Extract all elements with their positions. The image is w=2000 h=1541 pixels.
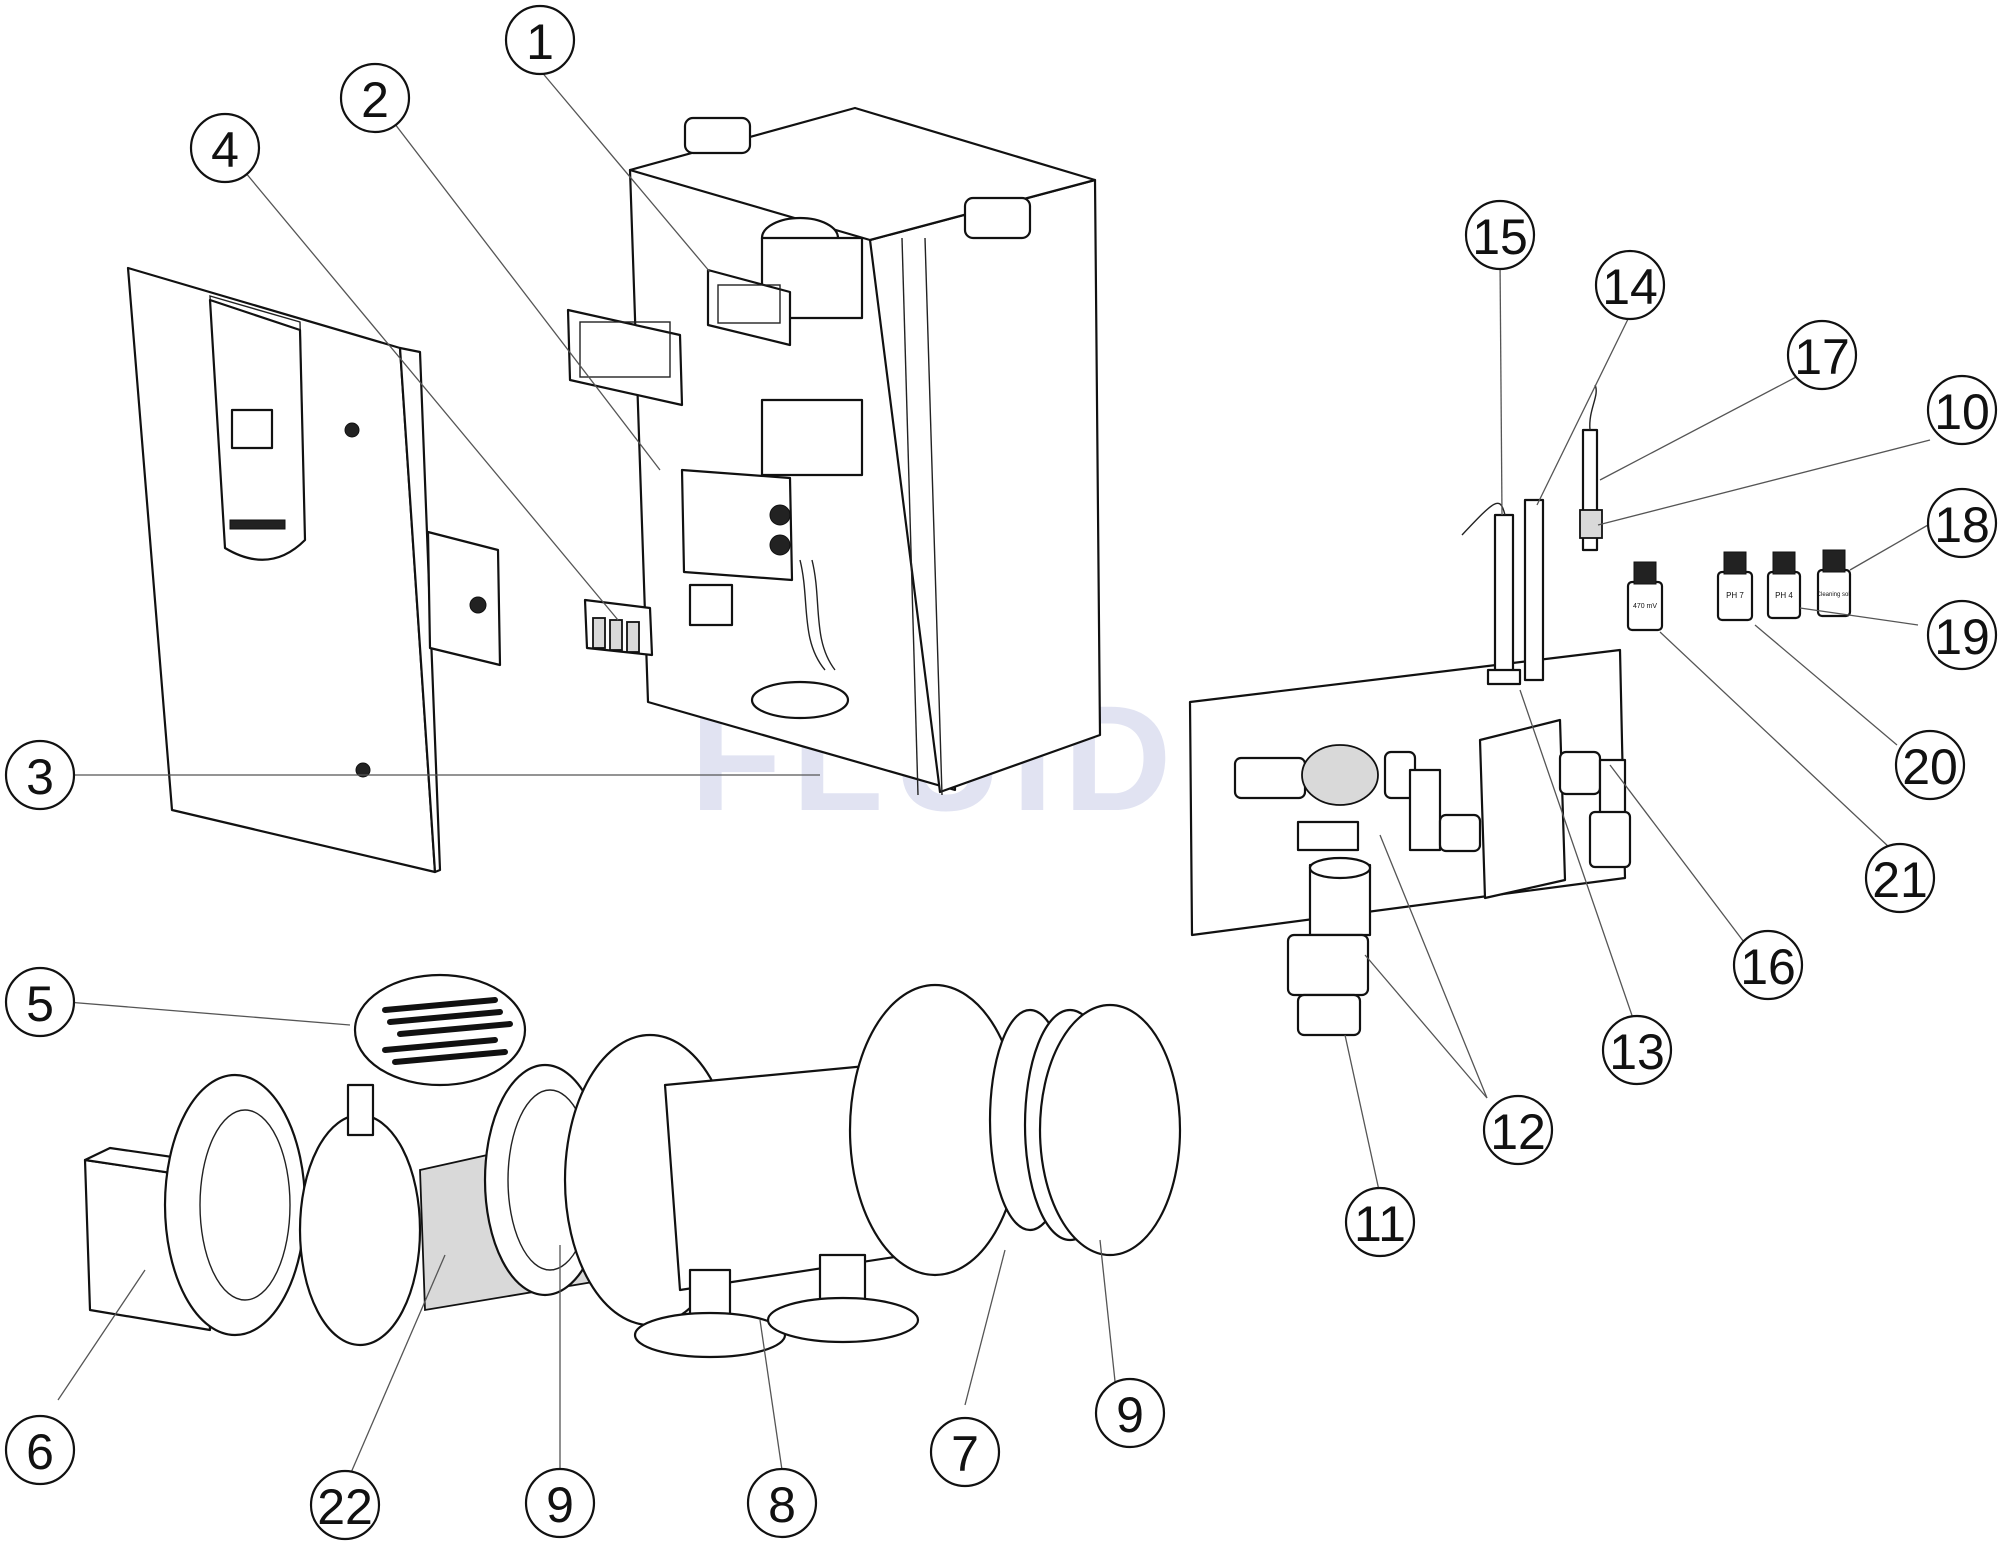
- callout-2: 2: [339, 62, 411, 134]
- callout-7: 7: [929, 1416, 1001, 1488]
- svg-text:1: 1: [526, 14, 554, 70]
- callout-9b: 9: [1094, 1377, 1166, 1449]
- svg-text:8: 8: [768, 1477, 796, 1533]
- callout-9a: 9: [524, 1467, 596, 1539]
- front-cover: [126, 266, 442, 874]
- callout-17: 17: [1786, 319, 1858, 391]
- electrode-detail: [353, 973, 527, 1087]
- svg-text:7: 7: [951, 1426, 979, 1482]
- callout-16: 16: [1732, 929, 1804, 1001]
- svg-text:4: 4: [211, 122, 239, 178]
- main-enclosure: [566, 106, 1102, 796]
- svg-text:20: 20: [1902, 739, 1958, 795]
- svg-text:14: 14: [1602, 259, 1658, 315]
- svg-text:13: 13: [1609, 1024, 1665, 1080]
- callout-11: 11: [1344, 1186, 1416, 1258]
- svg-text:17: 17: [1794, 329, 1850, 385]
- callout-10: 10: [1926, 374, 1998, 446]
- svg-text:21: 21: [1872, 852, 1928, 908]
- callout-1: 1: [504, 4, 576, 76]
- callout-13: 13: [1601, 1014, 1673, 1086]
- calibration-bottles: 470 mV PH 7 PH 4 Cleaning sol.: [1626, 549, 1852, 632]
- callout-21: 21: [1864, 842, 1936, 914]
- callout-14: 14: [1594, 249, 1666, 321]
- callout-22: 22: [309, 1469, 381, 1541]
- svg-text:5: 5: [26, 976, 54, 1032]
- leader-lines: [57, 69, 1931, 1476]
- svg-text:9: 9: [546, 1477, 574, 1533]
- svg-text:18: 18: [1934, 497, 1990, 553]
- probes: [1461, 384, 1603, 686]
- callout-12: 12: [1482, 1094, 1554, 1166]
- electrolysis-cell: [83, 983, 1182, 1359]
- svg-text:2: 2: [361, 72, 389, 128]
- svg-text:15: 15: [1472, 209, 1528, 265]
- bottle-ph4: PH 4: [1766, 551, 1802, 620]
- callout-6: 6: [4, 1414, 76, 1486]
- callout-18: 18: [1926, 487, 1998, 559]
- bottle-cleaning: Cleaning sol.: [1817, 549, 1852, 618]
- callout-19: 19: [1926, 599, 1998, 671]
- bottle-ph7: PH 7: [1716, 551, 1754, 622]
- bottle-label-ph4: PH 4: [1775, 591, 1793, 600]
- svg-text:3: 3: [26, 749, 54, 805]
- svg-text:22: 22: [317, 1479, 373, 1535]
- svg-text:12: 12: [1490, 1104, 1546, 1160]
- callout-5: 5: [4, 966, 76, 1038]
- sensor-panel: [1188, 648, 1632, 1037]
- callout-15: 15: [1464, 199, 1536, 271]
- svg-text:16: 16: [1740, 939, 1796, 995]
- bottle-label-cleaning: Cleaning sol.: [1817, 592, 1852, 598]
- callout-8: 8: [746, 1467, 818, 1539]
- svg-text:6: 6: [26, 1424, 54, 1480]
- callouts: 1 2 3 4 5 6 7 8 9 9 10 11 12 13 14 15 16…: [4, 4, 1998, 1541]
- svg-text:11: 11: [1354, 1196, 1406, 1252]
- svg-text:10: 10: [1934, 384, 1990, 440]
- bottle-label-470mv: 470 mV: [1633, 603, 1657, 610]
- bottle-label-ph7: PH 7: [1726, 591, 1744, 600]
- callout-20: 20: [1894, 729, 1966, 801]
- bottle-470mv: 470 mV: [1626, 561, 1664, 632]
- callout-4: 4: [189, 112, 261, 184]
- callout-3: 3: [4, 739, 76, 811]
- svg-text:9: 9: [1116, 1387, 1144, 1443]
- svg-text:19: 19: [1934, 609, 1990, 665]
- cover-bracket: [426, 530, 502, 667]
